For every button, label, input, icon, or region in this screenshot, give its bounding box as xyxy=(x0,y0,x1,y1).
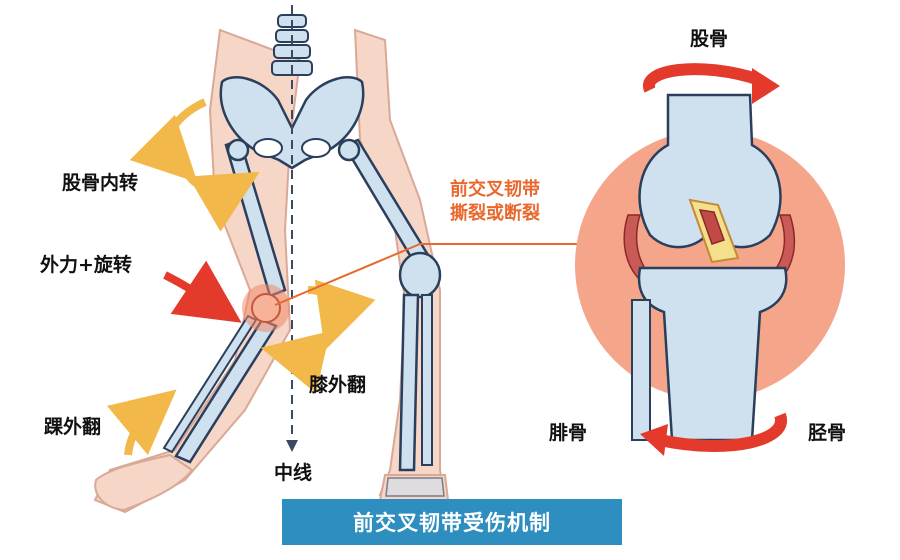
label-femur: 股骨 xyxy=(690,28,729,50)
caption-title: 前交叉韧带受伤机制 xyxy=(353,511,551,535)
left-lower-leg-bones xyxy=(162,314,278,464)
left-foot xyxy=(94,453,194,512)
right-knee xyxy=(398,251,442,299)
ankle-eversion-arrow xyxy=(106,389,177,456)
caption-bar: 前交叉韧带受伤机制 xyxy=(282,499,622,545)
femur-rotation-arrows xyxy=(129,98,260,232)
label-midline: 中线 xyxy=(274,462,313,484)
external-force-arrow xyxy=(163,260,242,323)
right-lower-leg-bones xyxy=(398,293,433,472)
label-acl-tear-line2: 撕裂或断裂 xyxy=(450,203,540,224)
label-fibula: 腓骨 xyxy=(549,422,588,444)
knee-valgus-arrows xyxy=(260,279,376,394)
detail-rotation-arrows xyxy=(640,63,787,456)
right-foot xyxy=(378,474,450,501)
label-ankle-eversion: 踝外翻 xyxy=(44,416,102,438)
label-femur-internal-rotation: 股骨内转 xyxy=(62,172,139,194)
label-external-force-rotation: 外力+旋转 xyxy=(40,254,132,276)
acl-ligament-detail xyxy=(623,198,796,282)
label-knee-valgus: 膝外翻 xyxy=(309,374,367,396)
label-tibia: 胫骨 xyxy=(808,422,847,444)
right-femur xyxy=(337,138,430,264)
knee-injury-highlight xyxy=(242,284,290,332)
label-acl-tear-line1: 前交叉韧带 xyxy=(450,179,540,200)
